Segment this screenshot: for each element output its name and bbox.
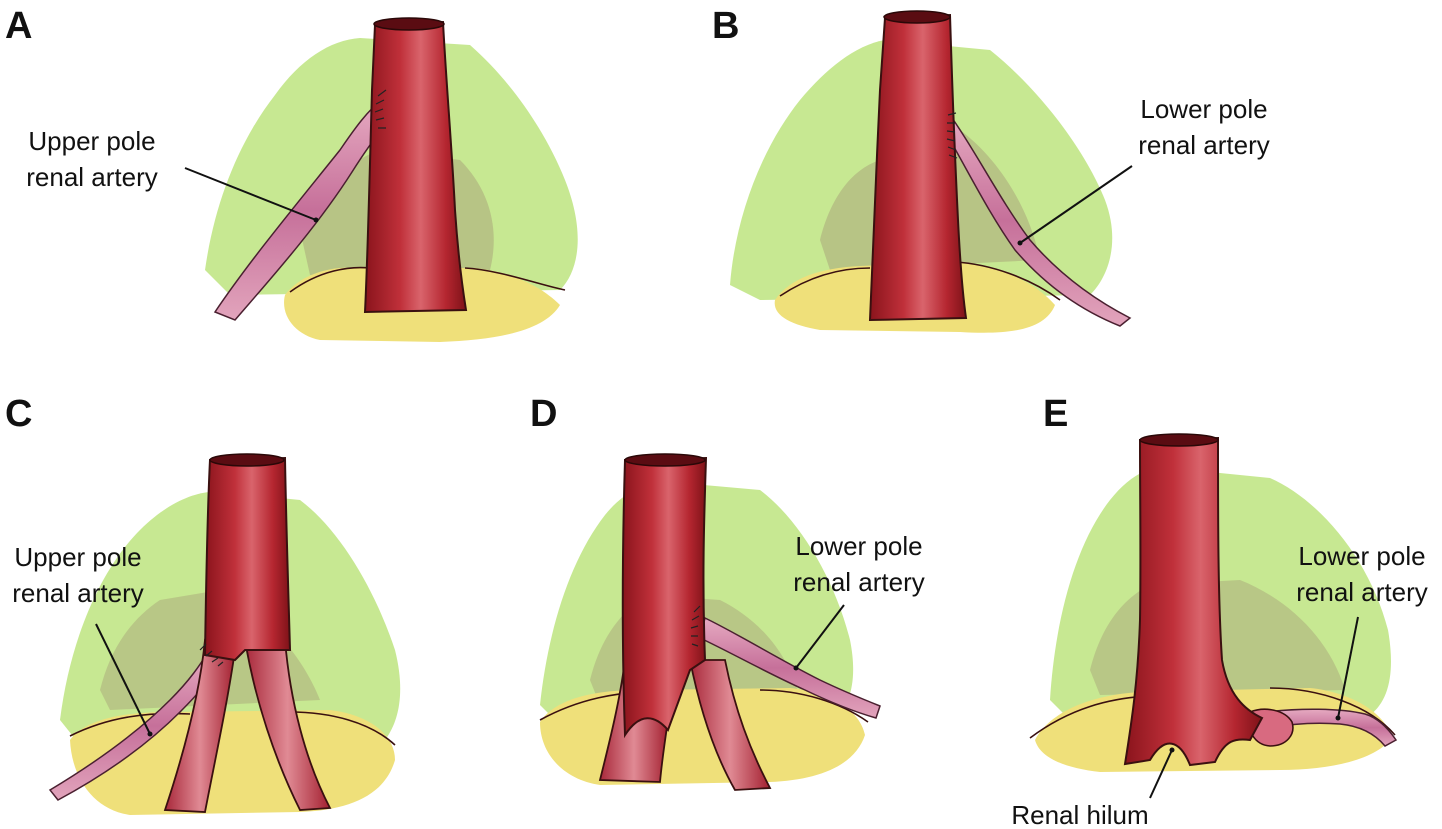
panel-a-annotation-line-1: Upper pole <box>28 126 155 156</box>
panel-c-drawing <box>48 453 401 815</box>
panel-e-aorta-opening <box>1139 433 1219 447</box>
panel-b-aorta <box>868 13 968 322</box>
panel-d-aorta <box>621 456 708 739</box>
panel-b-lower-pole-branch <box>949 112 1132 327</box>
panel-c-aorta <box>203 456 292 662</box>
panel-b-leader-line <box>1019 165 1133 244</box>
panel-d-annotation-line-2: renal artery <box>793 567 925 597</box>
panel-c-leader-dot <box>147 731 153 737</box>
panel-c-renal-artery-left <box>163 638 236 813</box>
panel-c-aorta-opening <box>209 453 285 467</box>
panel-a-drawing <box>205 17 578 342</box>
panel-c-leader-line <box>95 623 151 735</box>
panel-c-annotation-upper-pole: Upper pole renal artery <box>12 542 153 737</box>
panel-b-anastomosis <box>946 112 958 159</box>
panel-d-drawing <box>539 453 881 791</box>
panel-e: E Lower pole renal artery Renal hilum <box>1011 393 1427 829</box>
panel-e-drawing <box>1029 433 1398 772</box>
panel-b-drawing <box>730 10 1132 333</box>
panel-e-leader-line-hilum <box>1149 749 1173 799</box>
panel-e-annotation-line-1: Lower pole <box>1298 541 1425 571</box>
panel-a-tissue-outline <box>289 266 566 293</box>
panel-a-aorta <box>363 20 468 314</box>
panel-d: D Lower pole renal artery <box>530 393 925 791</box>
panel-a-label: A <box>5 5 32 47</box>
panel-e-annotation-lower-pole: Lower pole renal artery <box>1296 541 1428 721</box>
panel-c: C Upper pole renal artery <box>5 393 401 815</box>
panel-d-label: D <box>530 393 557 435</box>
panel-d-lower-pole-branch <box>699 616 881 719</box>
panel-d-annotation-line-1: Lower pole <box>795 531 922 561</box>
panel-e-leader-dot-hilum <box>1169 747 1175 753</box>
panel-d-renal-artery-right <box>688 659 772 791</box>
panel-d-leader-dot <box>793 665 799 671</box>
panel-e-leader-dot-lower-pole <box>1335 715 1341 721</box>
panel-e-annotation-renal-hilum-text: Renal hilum <box>1011 800 1148 829</box>
panel-b-label: B <box>712 5 739 47</box>
panel-a-leader-line <box>184 167 317 221</box>
panel-d-leader-line <box>795 604 845 669</box>
panel-d-anastomosis <box>690 605 701 647</box>
panel-b: B Lower pole renal artery <box>712 5 1270 333</box>
panel-e-aorta <box>1123 436 1264 767</box>
panel-b-annotation-line-1: Lower pole <box>1140 94 1267 124</box>
panel-e-lower-pole-branch <box>1264 708 1398 747</box>
panel-c-annotation-line-1: Upper pole <box>14 542 141 572</box>
panel-b-annotation-line-2: renal artery <box>1138 130 1270 160</box>
panel-b-tissue-outline <box>779 261 1061 301</box>
panel-d-annotation-lower-pole: Lower pole renal artery <box>793 531 925 671</box>
panel-c-annotation-line-2: renal artery <box>12 578 144 608</box>
panel-b-aorta-opening <box>883 10 951 24</box>
panel-a-leader-dot <box>313 217 319 223</box>
panel-c-anastomosis <box>199 643 224 667</box>
panel-b-annotation-lower-pole: Lower pole renal artery <box>1017 94 1270 246</box>
panel-a: A Upper pole renal artery <box>5 5 578 342</box>
panel-a-aorta-opening <box>373 17 445 31</box>
panel-e-annotation-renal-hilum: Renal hilum <box>1011 747 1175 829</box>
panel-a-annotation-upper-pole: Upper pole renal artery <box>26 126 319 223</box>
panel-d-aorta-opening <box>624 453 706 467</box>
panel-e-label: E <box>1043 393 1068 435</box>
panel-e-leader-line-lower-pole <box>1337 616 1359 719</box>
panel-c-label: C <box>5 393 32 435</box>
panel-e-annotation-line-2: renal artery <box>1296 577 1428 607</box>
panel-a-anastomosis <box>374 89 387 129</box>
panel-b-leader-dot <box>1017 240 1023 246</box>
panel-a-annotation-line-2: renal artery <box>26 162 158 192</box>
panel-c-renal-artery-right <box>243 639 332 811</box>
